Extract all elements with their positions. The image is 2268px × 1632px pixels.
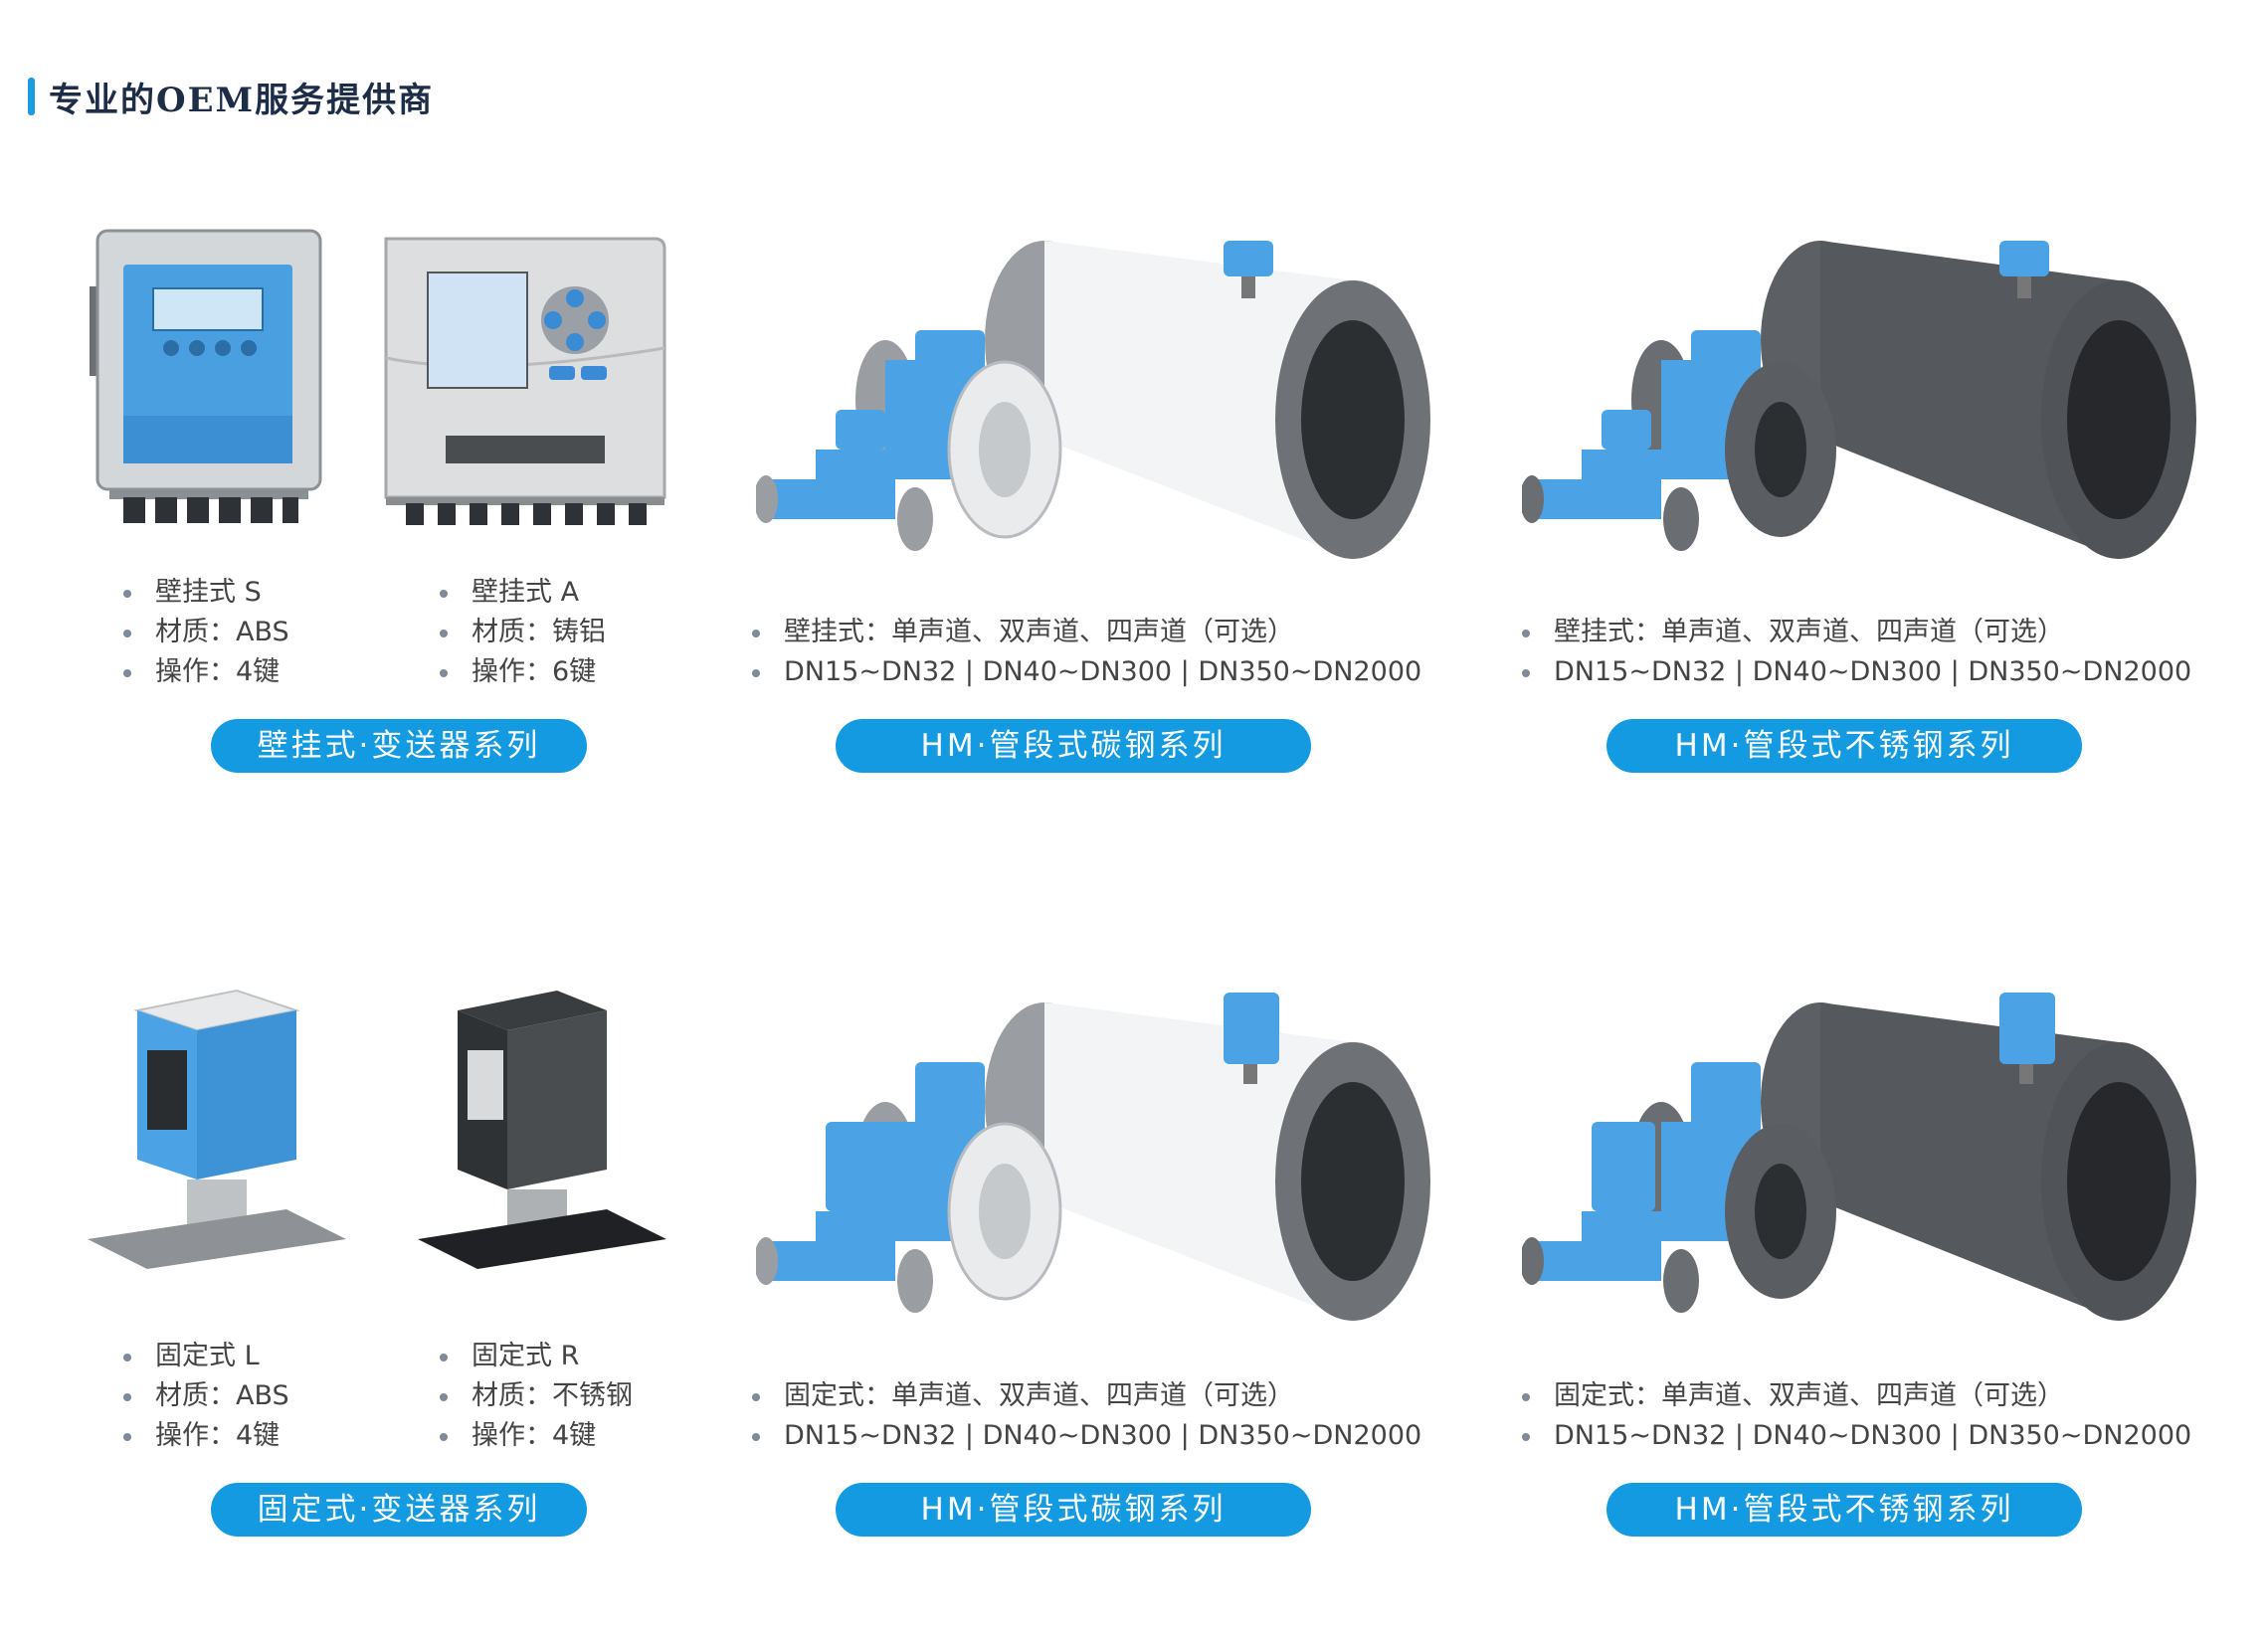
stainless-series-button-row2[interactable]: HM·管段式不锈钢系列 [1606,1483,2082,1537]
spec-item: 壁挂式：单声道、双声道、四声道（可选） [1522,613,2191,652]
spec-item: 操作：4键 [123,652,289,692]
stainless-specs-row1: 壁挂式：单声道、双声道、四声道（可选） DN15~DN32 | DN40~DN3… [1522,613,2191,692]
page-title: 专业的OEM服务提供商 [49,80,435,120]
pipe-meter-carbon-fixed-image [756,993,1432,1331]
heading-accent-bar [28,78,35,115]
fixed-r-specs: 固定式 R 材质：不锈钢 操作：4键 [440,1337,633,1456]
pipe-meter-stainless-image [1522,231,2198,569]
spec-item: DN15~DN32 | DN40~DN300 | DN350~DN2000 [752,652,1421,692]
spec-item: 操作：4键 [123,1416,289,1456]
pipe-meter-carbon-image [756,231,1432,569]
spec-item: 材质：ABS [123,1376,289,1416]
spec-item: DN15~DN32 | DN40~DN300 | DN350~DN2000 [1522,652,2191,692]
spec-item: 壁挂式 S [123,573,289,613]
wall-transmitter-series-button[interactable]: 壁挂式·变送器系列 [211,719,587,773]
pipe-meter-stainless-fixed-image [1522,993,2198,1331]
spec-item: 固定式：单声道、双声道、四声道（可选） [752,1376,1421,1416]
fixed-l-specs: 固定式 L 材质：ABS 操作：4键 [123,1337,289,1456]
spec-item: 壁挂式：单声道、双声道、四声道（可选） [752,613,1421,652]
spec-item: 材质：不锈钢 [440,1376,633,1416]
carbon-specs-row1: 壁挂式：单声道、双声道、四声道（可选） DN15~DN32 | DN40~DN3… [752,613,1421,692]
carbon-series-button-row2[interactable]: HM·管段式碳钢系列 [836,1483,1311,1537]
stainless-specs-row2: 固定式：单声道、双声道、四声道（可选） DN15~DN32 | DN40~DN3… [1522,1376,2191,1456]
spec-item: 固定式 L [123,1337,289,1376]
spec-item: 材质：铸铝 [440,613,606,652]
wall-s-specs: 壁挂式 S 材质：ABS 操作：4键 [123,573,289,692]
carbon-specs-row2: 固定式：单声道、双声道、四声道（可选） DN15~DN32 | DN40~DN3… [752,1376,1421,1456]
wall-transmitter-a-image [376,229,674,527]
fixed-transmitter-series-button[interactable]: 固定式·变送器系列 [211,1483,587,1537]
carbon-series-button-row1[interactable]: HM·管段式碳钢系列 [836,719,1311,773]
spec-item: 壁挂式 A [440,573,606,613]
spec-item: 材质：ABS [123,613,289,652]
spec-item: DN15~DN32 | DN40~DN300 | DN350~DN2000 [752,1416,1421,1456]
stainless-series-button-row1[interactable]: HM·管段式不锈钢系列 [1606,719,2082,773]
section-heading: 专业的OEM服务提供商 [28,70,434,123]
spec-item: 固定式 R [440,1337,633,1376]
wall-transmitter-s-image [90,227,328,525]
fixed-transmitter-r-image [408,991,676,1289]
spec-item: 固定式：单声道、双声道、四声道（可选） [1522,1376,2191,1416]
fixed-transmitter-l-image [88,981,356,1279]
wall-a-specs: 壁挂式 A 材质：铸铝 操作：6键 [440,573,606,692]
spec-item: 操作：6键 [440,652,606,692]
spec-item: DN15~DN32 | DN40~DN300 | DN350~DN2000 [1522,1416,2191,1456]
spec-item: 操作：4键 [440,1416,633,1456]
